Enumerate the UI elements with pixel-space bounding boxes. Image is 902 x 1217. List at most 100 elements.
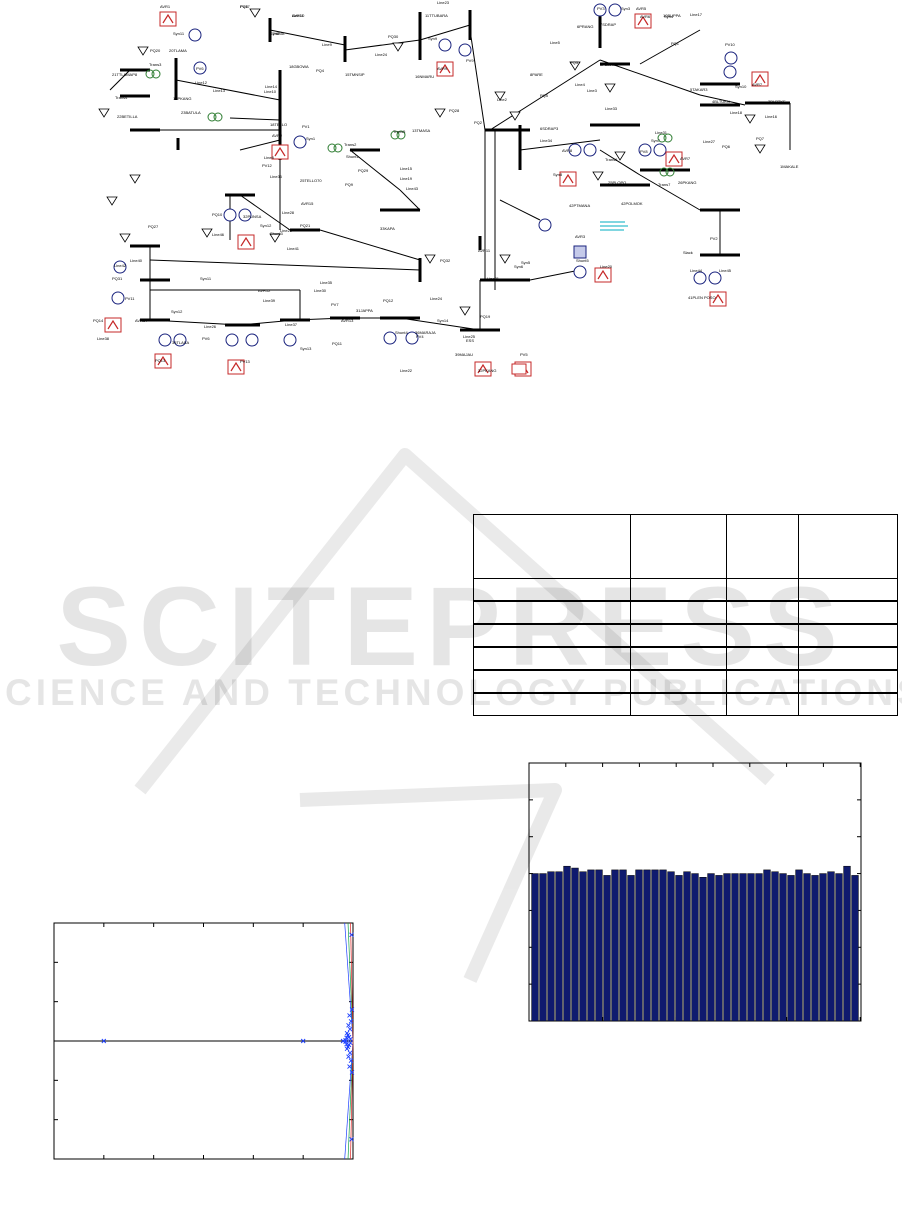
eigenvalue-marker [347,1013,352,1018]
bus-label: PQ32 [440,258,451,263]
bus-label: Syn12 [260,223,272,228]
generator-icon [245,333,259,347]
generator-icon [383,331,397,345]
bus-label: PQ1 [671,41,680,46]
bus-label: AVR12 [258,288,271,293]
bus-label: Syn13 [300,346,312,351]
bus-label: Line33 [605,106,618,111]
table-cell [473,693,631,716]
generator-icon [238,208,252,222]
transmission-line [319,229,421,261]
table-cell [726,670,799,693]
bar [531,873,539,1022]
ess-wave-icon [600,221,628,231]
bus-label: Syn11 [173,31,185,36]
bar [667,871,675,1022]
bus-label: PQ29 [358,168,369,173]
generator-icon [111,291,125,305]
bus-label: 3BLRTKE [768,99,786,104]
bar [819,873,827,1022]
bus-label: PQ11 [332,341,343,346]
transformer-icon [390,130,400,140]
bus-label: 42PTMANA [569,203,590,208]
bus-label: PV10 [725,42,736,47]
bus-label: Syn12 [171,309,183,314]
bus-label: Line24 [375,52,388,57]
bus-label: Line31 [655,130,668,135]
bus-label: Line37 [285,322,298,327]
bus-label: Line12 [195,80,208,85]
transmission-line [499,199,541,221]
bus-label: 4BLTUKN [712,99,730,104]
power-system-diagram: PQ517HIMALine11Line918GBOWAPQ415TMNSIPPQ… [93,0,799,377]
table-cell [473,647,631,670]
transmission-line [469,29,486,131]
generator-icon [405,331,419,345]
bus-label: Trans3 [149,62,162,67]
transmission-line [149,259,421,271]
bus-label: Line17 [690,12,703,17]
bus-label: 41PLEN POSO [688,295,716,300]
bus-label: AVR6 [640,14,651,19]
eigenvalue-plot [53,922,355,1160]
generator-icon [283,333,297,347]
bus-label: 9PLMAS [600,62,616,67]
load-triangle-icon [614,151,626,161]
generator-icon [593,3,607,17]
transmission-line [599,59,701,96]
bus-label: 32PUNSA [243,214,262,219]
avr-glyph-icon [240,236,252,247]
bus-label: AVR15 [301,201,314,206]
bus-label: PV5 [520,352,528,357]
bar [603,875,611,1022]
bar [803,873,811,1022]
bus-label: PV4 [416,334,424,339]
bus-label: 6PRANG [577,24,593,29]
damping-line [347,922,354,1042]
eigenvalue-marker [349,1070,355,1075]
bus-label: 23BATULA [181,110,201,115]
bus-label: AVR9 [437,66,448,71]
eigenvalue-marker [346,1054,351,1060]
transformer-icon [327,143,337,153]
bar [619,869,627,1022]
bus-label: 1MAKALE [780,164,799,169]
eigenvalue-marker [349,1137,354,1142]
bus-label: PQ12 [383,298,394,303]
bus-label: PV8 [640,149,648,154]
bus-label: Line29 [280,228,293,233]
eigenvalue-marker [101,1038,107,1044]
bus-label: PV6 [196,66,204,71]
bus-label: PV7 [331,302,339,307]
eigenvalue-marker [300,1038,306,1044]
bus-label: PQ30 [388,34,399,39]
transmission-line [519,139,601,151]
bus-label: PQ21 [300,223,311,228]
generator-icon [225,333,239,347]
bar [595,869,603,1022]
avr-glyph-icon [107,319,119,330]
bar [587,869,595,1022]
bus-label: Trans5 [393,129,406,134]
bus-label: Line8 [264,155,275,160]
bus-label: Line34 [540,138,553,143]
bus-label: PQ19 [480,314,491,319]
load-triangle-icon [119,233,131,243]
bar [739,873,747,1022]
bus-label: 18TELLO [270,122,287,127]
table-cell [726,647,799,670]
eigenvalue-marker [344,1035,349,1041]
avr-glyph-icon [562,173,574,184]
bus-label: PQ14 [93,318,104,323]
bar [835,873,843,1022]
generator-icon [573,265,587,279]
avr-glyph-icon [637,15,649,26]
bus-label: Line42 [114,263,127,268]
load-triangle-icon [459,306,471,316]
transmission-line [529,269,581,281]
slack-bus-icon [573,245,587,259]
eigenvalue-marker [344,1046,350,1052]
bus-label: PV17 [240,4,251,9]
bus-label: Line9 [322,42,333,47]
eigenvalue-marker [349,932,354,938]
